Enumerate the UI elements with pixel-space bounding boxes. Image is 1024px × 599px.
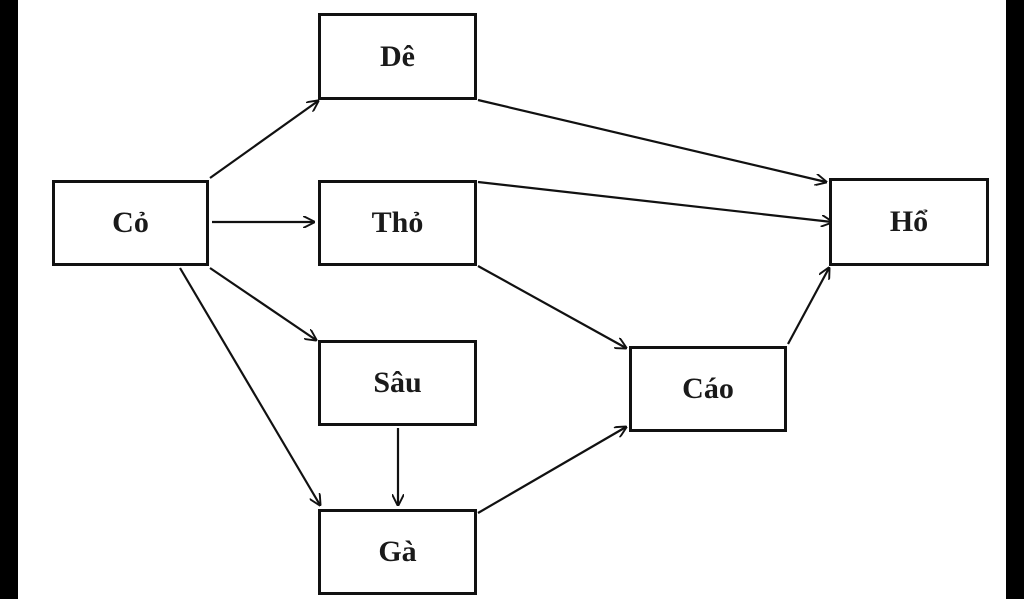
node-de: Dê — [318, 13, 477, 100]
arrow-co-ga — [179, 267, 320, 505]
node-sau: Sâu — [318, 340, 477, 426]
arrow-tho-cao — [477, 265, 626, 348]
node-ga: Gà — [318, 509, 477, 595]
arrow-tho-ho — [477, 180, 832, 222]
node-co: Cỏ — [52, 180, 209, 266]
arrow-cao-ho — [787, 268, 829, 345]
arrow-co-sau — [209, 267, 316, 340]
arrow-de-ho — [477, 98, 826, 182]
node-cao: Cáo — [629, 346, 787, 432]
arrow-co-de — [209, 101, 318, 179]
node-tho: Thỏ — [318, 180, 477, 266]
node-ho: Hổ — [829, 178, 989, 266]
arrow-ga-cao — [477, 427, 626, 514]
food-web-diagram-canvas — [18, 0, 1006, 599]
